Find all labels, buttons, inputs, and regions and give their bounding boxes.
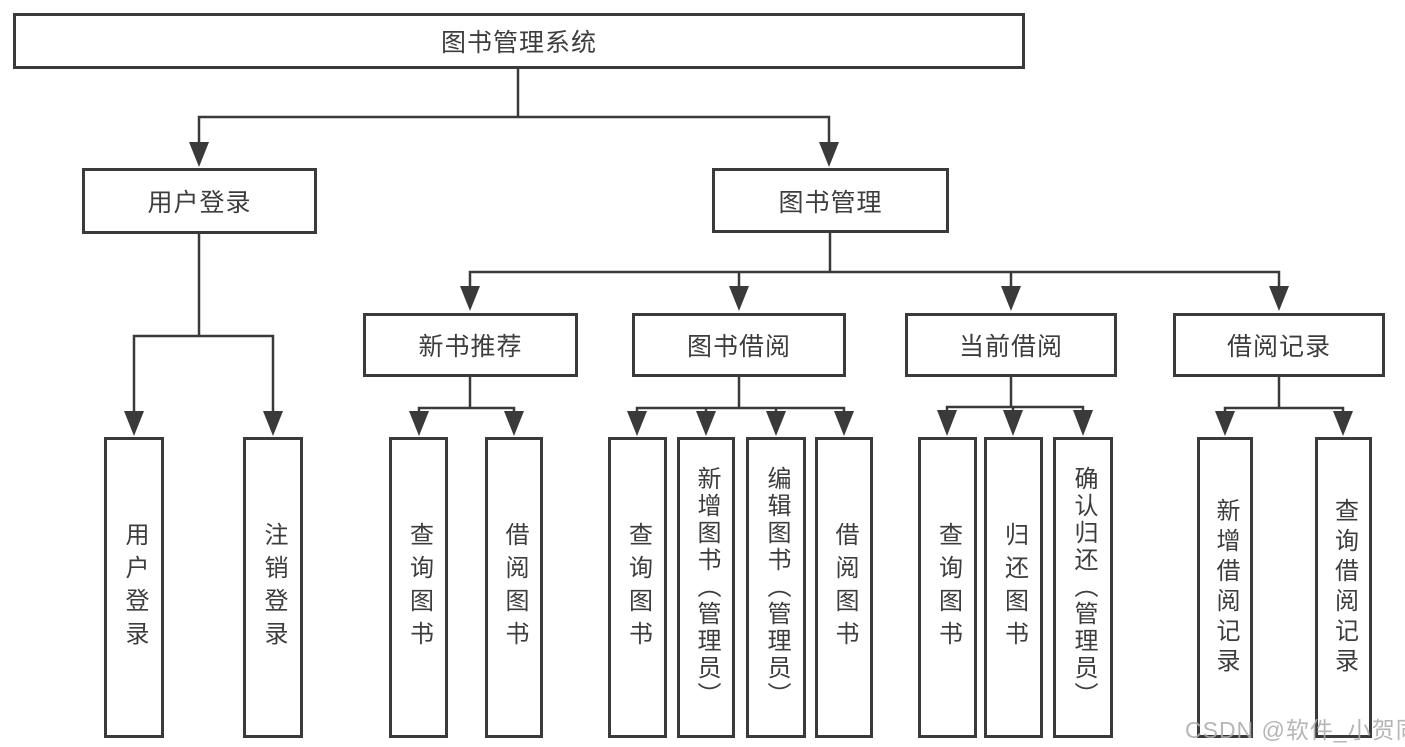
- leaf-borrow-books-recommend: 借阅图书: [485, 437, 543, 738]
- leaf-query-borrow-record: 查询借阅记录: [1315, 437, 1372, 738]
- leaf-edit-book-admin: 编辑图书（管理员）: [746, 437, 806, 738]
- node-book-borrowing: 图书借阅: [632, 313, 846, 377]
- leaf-query-books-borrowing: 查询图书: [608, 437, 667, 738]
- branch-book-borrowing: [627, 377, 854, 436]
- node-borrowing-records-label: 借阅记录: [1226, 333, 1331, 361]
- branch-borrowing-records: [1215, 377, 1353, 436]
- leaf-add-borrow-record-label: 新增借阅记录: [1212, 497, 1239, 678]
- node-new-book-recommend-label: 新书推荐: [418, 333, 523, 361]
- leaf-user-login-label: 用户登录: [121, 521, 148, 654]
- leaf-query-books-current-label: 查询图书: [934, 521, 962, 654]
- node-current-borrowing-label: 当前借阅: [958, 333, 1063, 361]
- branch-new-book-recommend: [409, 377, 524, 436]
- leaf-add-book-admin-label: 新增图书（管理员）: [693, 466, 720, 709]
- leaf-add-borrow-record: 新增借阅记录: [1197, 437, 1253, 738]
- leaf-logout: 注销登录: [243, 437, 303, 738]
- leaf-return-books-label: 归还图书: [1000, 521, 1028, 654]
- leaf-borrow-books-borrowing: 借阅图书: [815, 437, 873, 738]
- node-current-borrowing: 当前借阅: [905, 313, 1117, 377]
- leaf-query-books-borrowing-label: 查询图书: [624, 521, 652, 654]
- branch-current-borrowing: [937, 377, 1093, 436]
- leaf-borrow-books-recommend-label: 借阅图书: [501, 521, 528, 654]
- branch-book-management: [460, 233, 1289, 311]
- node-user-login: 用户登录: [82, 168, 317, 234]
- node-root: 图书管理系统: [13, 13, 1025, 69]
- leaf-query-books-recommend: 查询图书: [389, 437, 448, 738]
- leaf-add-book-admin: 新增图书（管理员）: [677, 437, 735, 738]
- leaf-query-books-recommend-label: 查询图书: [405, 521, 433, 654]
- node-new-book-recommend: 新书推荐: [363, 313, 578, 377]
- leaf-logout-label: 注销登录: [260, 521, 287, 654]
- leaf-return-books: 归还图书: [984, 437, 1043, 738]
- leaf-user-login: 用户登录: [104, 437, 164, 738]
- branch-root: [189, 69, 839, 167]
- leaf-confirm-return-admin: 确认归还（管理员）: [1053, 437, 1113, 738]
- leaf-confirm-return-admin-label: 确认归还（管理员）: [1070, 466, 1097, 709]
- node-root-label: 图书管理系统: [440, 29, 597, 57]
- node-borrowing-records: 借阅记录: [1173, 313, 1385, 377]
- watermark-text: CSDN @软件_小贺同学: [1185, 717, 1405, 743]
- leaf-query-books-current: 查询图书: [918, 437, 977, 738]
- node-user-login-label: 用户登录: [147, 189, 252, 217]
- node-book-management: 图书管理: [712, 168, 949, 233]
- leaf-edit-book-admin-label: 编辑图书（管理员）: [763, 466, 790, 709]
- leaf-query-borrow-record-label: 查询借阅记录: [1330, 497, 1358, 678]
- leaf-borrow-books-borrowing-label: 借阅图书: [831, 521, 858, 654]
- node-book-management-label: 图书管理: [778, 188, 883, 217]
- branch-user-login: [124, 234, 283, 436]
- node-book-borrowing-label: 图书借阅: [686, 333, 791, 361]
